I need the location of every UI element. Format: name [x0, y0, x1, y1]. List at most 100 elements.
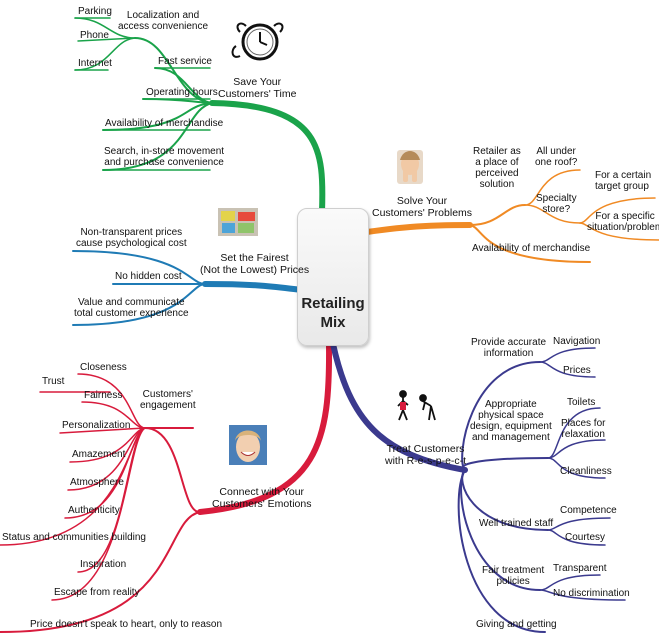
center-title: Retailing Mix: [298, 294, 368, 332]
node-line: Retailer as: [473, 146, 521, 157]
node-internet: Internet: [78, 58, 112, 69]
purple-link: [457, 469, 546, 633]
green-main-branch: [209, 100, 326, 215]
node-line: Search, in-store movement: [104, 146, 225, 157]
branch-title-line: Connect with Your: [219, 486, 305, 498]
branch-title-emotions: Connect with Your Customers' Emotions: [212, 486, 311, 510]
node-personalization: Personalization: [62, 420, 131, 431]
node-line: cause psychological cost: [76, 238, 187, 249]
coupons-icon: [218, 208, 258, 236]
orange-main-branch: [364, 222, 473, 235]
node-status: Status and communities building: [2, 532, 146, 543]
node-line: policies: [496, 576, 530, 587]
node-search: Search, in-store movement and purchase c…: [104, 146, 224, 168]
orange-link: [469, 224, 591, 263]
node-fair-policies: Fair treatment policies: [482, 565, 544, 587]
red-link: [0, 427, 146, 546]
green-link: [77, 37, 136, 42]
green-link: [102, 102, 213, 171]
smiling-woman-icon: [229, 425, 267, 465]
node-line: relaxation: [561, 429, 605, 440]
node-line: Localization and: [126, 10, 200, 21]
branch-title-line: (Not the Lowest) Prices: [200, 264, 310, 276]
branch-title-fair-prices: Set the Fairest (Not the Lowest) Prices: [200, 252, 309, 276]
node-line: For a specific: [595, 211, 655, 222]
purple-link: [547, 407, 601, 459]
node-relaxation: Places for relaxation: [561, 418, 605, 440]
node-line: access convenience: [118, 21, 209, 32]
node-all-under-one-roof: All under one roof?: [535, 146, 577, 168]
node-parking: Parking: [78, 6, 112, 17]
node-line: and purchase convenience: [104, 157, 224, 168]
node-no-hidden-cost: No hidden cost: [115, 271, 182, 282]
node-toilets: Toilets: [567, 397, 596, 408]
node-availability-merch: Availability of merchandise: [472, 243, 591, 254]
red-link: [0, 511, 201, 633]
purple-link: [547, 529, 606, 546]
node-transparent: Transparent: [553, 563, 607, 574]
purple-link: [539, 361, 596, 378]
purple-link: [461, 457, 549, 471]
node-line: target group: [595, 181, 649, 192]
center-node: Retailing Mix: [297, 208, 369, 346]
node-closeness: Closeness: [80, 362, 127, 373]
node-physical-space: Appropriate physical space design, equip…: [470, 399, 552, 443]
branch-title-line: Solve Your: [396, 195, 448, 207]
branch-title-line: with R-e-s-p-e-c-t: [385, 455, 467, 467]
node-trust: Trust: [42, 376, 65, 387]
node-specific-situation: For a specific situation/problem: [587, 211, 659, 233]
node-operating-hours: Operating hours: [146, 87, 218, 98]
purple-link: [547, 517, 611, 531]
red-link: [77, 373, 146, 429]
green-link: [74, 37, 136, 71]
center-title-line2: Mix: [320, 314, 346, 331]
node-line: Customers': [142, 389, 193, 400]
branch-title-save-time: Save Your Customers' Time: [218, 76, 296, 100]
node-line: total customer experience: [74, 308, 189, 319]
blue-main-branch: [202, 281, 305, 293]
node-line: one roof?: [535, 157, 578, 168]
node-line: perceived: [475, 168, 519, 179]
purple-link: [539, 347, 596, 363]
node-competence: Competence: [560, 505, 617, 516]
node-prices: Prices: [563, 365, 591, 376]
red-link: [67, 427, 146, 491]
node-navigation: Navigation: [553, 336, 601, 347]
node-courtesy: Courtesy: [565, 532, 606, 543]
red-link: [51, 427, 146, 601]
worried-woman-icon: [397, 150, 423, 184]
node-line: physical space: [478, 410, 544, 421]
green-link: [134, 37, 213, 104]
red-link: [81, 401, 146, 429]
orange-link: [524, 204, 581, 224]
node-line: For a certain: [595, 170, 652, 181]
orange-link: [524, 169, 581, 206]
node-no-discrimination: No discrimination: [553, 588, 630, 599]
node-perceived-solution: Retailer as a place of perceived solutio…: [473, 146, 521, 190]
blue-link: [72, 283, 206, 326]
node-specialty-store: Specialty store?: [536, 193, 577, 215]
node-certain-target: For a certain target group: [595, 170, 651, 192]
clock-icon: [231, 22, 284, 61]
node-line: solution: [479, 179, 515, 190]
node-value: Value and communicate total customer exp…: [74, 297, 189, 319]
node-inspiration: Inspiration: [80, 559, 127, 570]
node-line: and management: [471, 432, 550, 443]
node-phone: Phone: [80, 30, 109, 41]
node-line: Value and communicate: [77, 297, 185, 308]
node-authenticity: Authenticity: [68, 505, 120, 516]
purple-main-branch: [330, 341, 468, 473]
red-link: [144, 427, 201, 514]
node-accurate-info: Provide accurate information: [471, 337, 546, 359]
node-line: Fair treatment: [482, 565, 545, 576]
center-title-line1: Retailing: [301, 295, 365, 312]
red-link: [59, 427, 146, 434]
green-link: [102, 102, 213, 131]
node-line: information: [483, 348, 534, 359]
node-line: store?: [542, 204, 571, 215]
purple-link: [539, 589, 626, 601]
branch-title-line: Customers' Problems: [372, 207, 473, 219]
orange-link: [579, 197, 656, 224]
blue-link: [72, 250, 206, 285]
